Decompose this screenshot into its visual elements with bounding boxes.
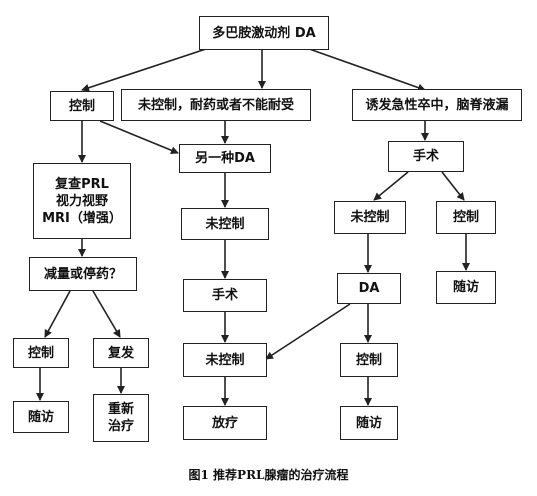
node-apoplexy-csf-leak: 诱发急性卒中，脑脊液漏 (352, 89, 522, 121)
node-uncontrolled-intolerant: 未控制，耐药或者不能耐受 (121, 89, 311, 121)
node-radiotherapy: 放疗 (183, 406, 267, 440)
node-relapse: 复发 (93, 338, 149, 368)
node-right-surgery: 手术 (388, 141, 464, 172)
node-retreat: 重新 治疗 (93, 394, 149, 442)
node-reduce-or-stop: 减量或停药？ (29, 257, 137, 291)
node-mid-uncontrolled-1: 未控制 (181, 208, 269, 240)
arrow-reduce-to-left-controlled (44, 290, 71, 338)
node-mid-uncontrolled-2: 未控制 (183, 343, 267, 377)
node-another-da: 另一种DA (179, 144, 271, 173)
arrow-surgery-to-right-uncontrolled (373, 171, 409, 201)
node-left-controlled: 控制 (13, 338, 69, 368)
arrow-reduce-to-relapse (92, 290, 121, 338)
node-right-controlled: 控制 (436, 201, 496, 234)
node-left-followup: 随访 (13, 401, 69, 433)
node-right-uncontrolled: 未控制 (334, 201, 406, 234)
figure-caption: 图1 推荐PRL腺瘤的治疗流程 (188, 468, 349, 482)
arrow-controlled-to-another-da (99, 120, 179, 155)
node-controlled: 控制 (50, 91, 114, 121)
arrow-start-to-controlled (81, 44, 219, 92)
node-recheck: 复查PRL 视力视野 MRI（增强） (33, 163, 131, 239)
arrow-start-to-apoplexy (297, 44, 426, 92)
arrow-surgery-to-right-controlled (441, 171, 465, 201)
node-right-da: DA (337, 273, 401, 304)
node-right-followup: 随访 (436, 271, 496, 304)
node-da-followup: 随访 (340, 406, 398, 440)
node-mid-surgery: 手术 (183, 279, 267, 312)
node-da-controlled: 控制 (340, 343, 398, 377)
node-start: 多巴胺激动剂 DA (199, 16, 329, 50)
arrow-da-to-mid-uncontrolled (265, 303, 351, 360)
